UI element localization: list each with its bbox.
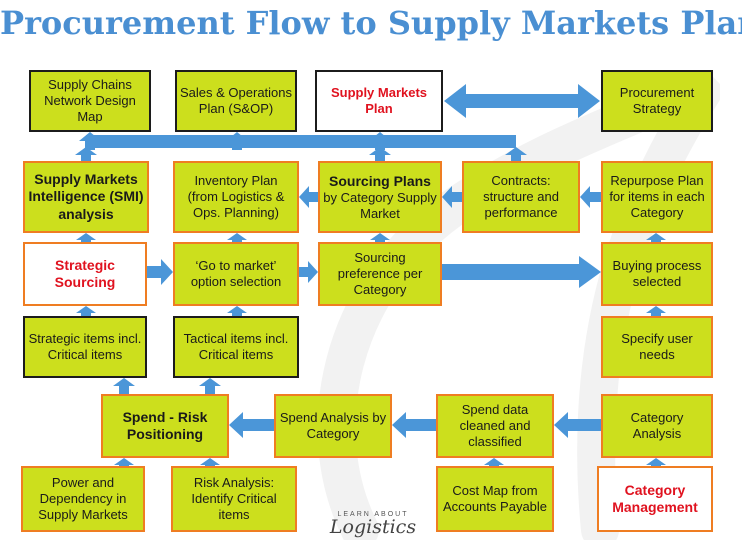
box-power-dependency: Power and Dependency in Supply Markets	[21, 466, 145, 532]
box-spend-risk-positioning: Spend - Risk Positioning	[101, 394, 229, 458]
arrow-ss-to-gtm	[147, 259, 173, 285]
box-supply-markets-plan: Supply Markets Plan	[315, 70, 443, 132]
arrow-smp-procurement-strategy	[444, 84, 600, 118]
diagram-title: Procurement Flow to Supply Markets Plan	[0, 4, 742, 42]
arrow-smi-to-collector	[75, 147, 97, 162]
box-strategic-sourcing: Strategic Sourcing	[23, 242, 147, 306]
arrow-sourcing-plans-up	[369, 147, 391, 162]
arrow-pd-to-srp	[114, 458, 134, 467]
arrow-cm-to-sdc	[484, 458, 504, 467]
box-strategic-items: Strategic items incl. Critical items	[23, 316, 147, 378]
arrow-sdc-to-sac	[392, 412, 436, 438]
arrow-spc-to-sourcing-plans	[370, 233, 390, 243]
box-repurpose-plan: Repurpose Plan for items in each Categor…	[601, 161, 713, 233]
arrow-si-to-ss	[76, 306, 96, 317]
box-spend-data-cleaned: Spend data cleaned and classified	[436, 394, 554, 458]
box-go-to-market: ‘Go to market’ option selection	[173, 242, 299, 306]
arrow-sourcing-plans-to-inventory	[299, 186, 318, 208]
box-specify-user-needs: Specify user needs	[601, 316, 713, 378]
arrow-spc-to-bps	[442, 256, 601, 288]
box-sales-operations-plan: Sales & Operations Plan (S&OP)	[175, 70, 297, 132]
arrow-cmg-to-ca	[646, 458, 666, 467]
arrow-repurpose-to-contracts	[580, 186, 601, 208]
box-sourcing-plans: Sourcing Plans by Category Supply Market	[318, 161, 442, 233]
arrow-bps-to-repurpose	[646, 233, 666, 243]
logo-line-2: Logistics	[329, 516, 417, 538]
arrow-contracts-up	[505, 147, 527, 162]
arrow-sac-to-srp	[229, 412, 274, 438]
arrow-srp-to-si	[113, 378, 135, 395]
box-contracts: Contracts: structure and performance	[462, 161, 580, 233]
sourcing-plans-title: Sourcing Plans	[329, 172, 431, 189]
box-category-management: Category Management	[597, 466, 713, 532]
collector-bar-top	[86, 135, 516, 148]
sourcing-plans-subtitle: by Category Supply Market	[323, 189, 437, 221]
box-cost-map: Cost Map from Accounts Payable	[436, 466, 554, 532]
box-category-analysis: Category Analysis	[601, 394, 713, 458]
box-sourcing-preference: Sourcing preference per Category	[318, 242, 442, 306]
box-spend-analysis: Spend Analysis by Category	[274, 394, 392, 458]
arrow-srp-to-ti	[199, 378, 221, 395]
arrow-contracts-to-sourcing-plans	[442, 186, 462, 208]
box-supply-chains-network-design-map: Supply Chains Network Design Map	[29, 70, 151, 132]
box-risk-analysis: Risk Analysis: Identify Critical items	[171, 466, 297, 532]
arrow-gtm-to-spc	[299, 261, 318, 283]
arrow-ca-to-sdc	[554, 412, 601, 438]
arrow-to-sop	[226, 132, 248, 150]
arrow-ss-to-smi	[76, 233, 96, 243]
box-tactical-items: Tactical items incl. Critical items	[173, 316, 299, 378]
arrow-sun-to-bps	[646, 306, 666, 317]
box-procurement-strategy: Procurement Strategy	[601, 70, 713, 132]
arrow-ra-to-srp	[200, 458, 220, 467]
arrow-to-supply-markets-plan	[369, 132, 391, 150]
learn-about-logistics-logo: LEARN ABOUT Logistics	[328, 511, 418, 551]
box-smi-analysis: Supply Markets Intelligence (SMI) analys…	[23, 161, 149, 233]
logo-line-1: LEARN ABOUT	[337, 511, 409, 518]
arrow-ti-to-gtm	[227, 306, 247, 317]
arrow-to-supply-chains-map	[79, 132, 101, 150]
arrow-gtm-to-inventory	[227, 233, 247, 243]
box-inventory-plan: Inventory Plan (from Logistics & Ops. Pl…	[173, 161, 299, 233]
box-buying-process: Buying process selected	[601, 242, 713, 306]
